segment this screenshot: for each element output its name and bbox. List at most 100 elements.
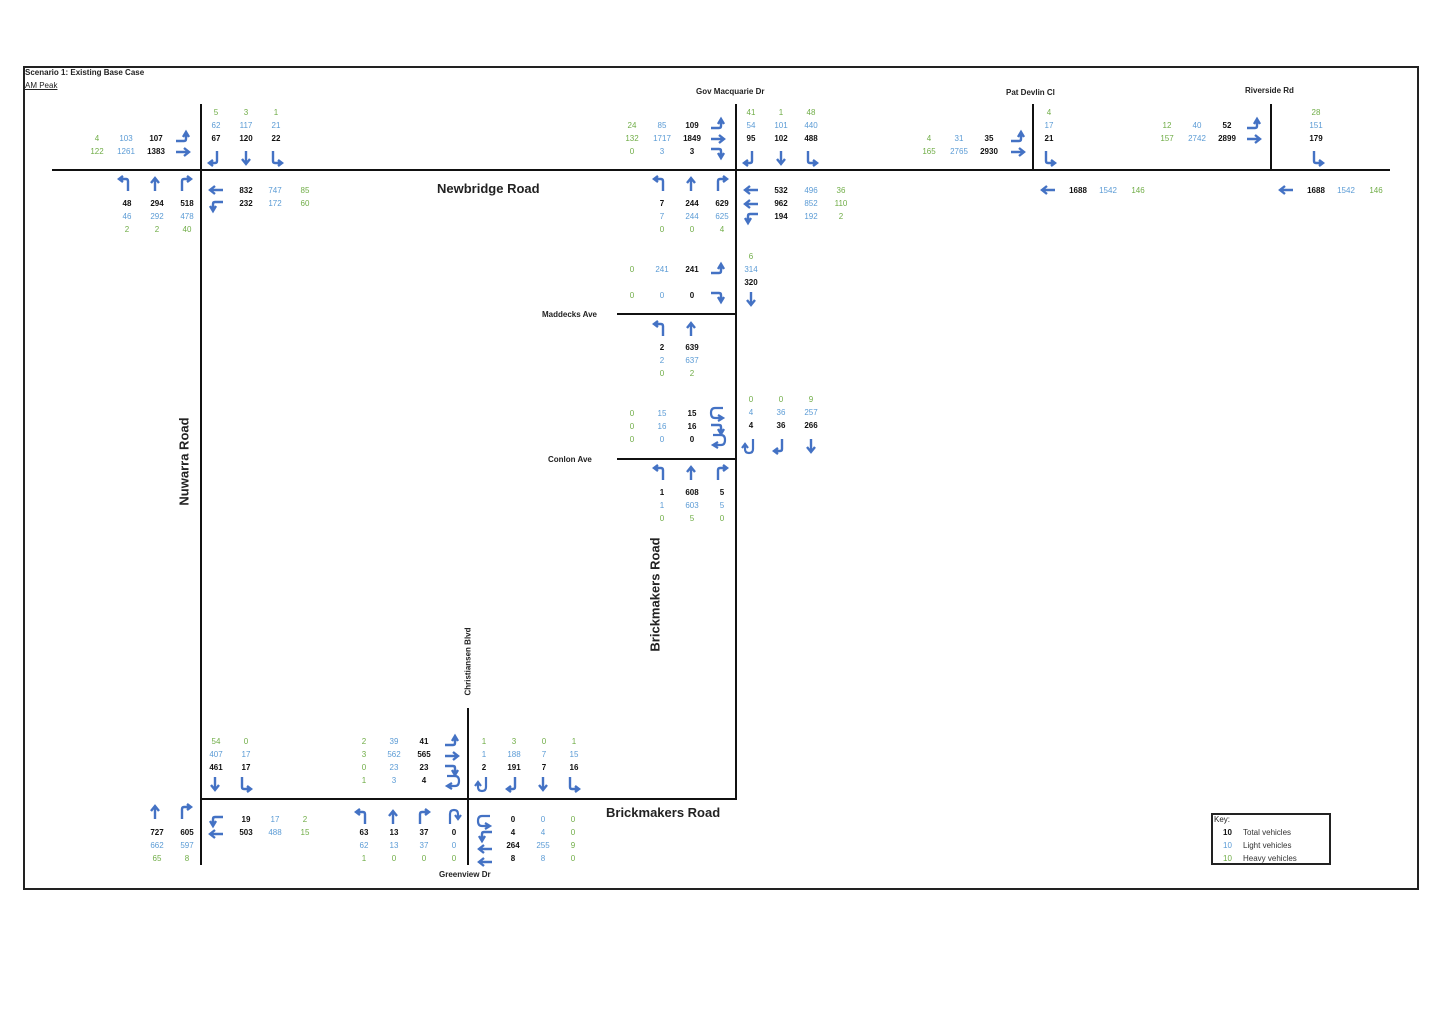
mad-n-s-total-value: 320 [744,278,758,287]
con-s-n-heavy-value: 0 [719,514,725,523]
chr-s-n-total-value: 37 [419,828,429,837]
mad-w-heavy-value: 0 [629,291,635,300]
mad-w-heavy-value: 0 [629,265,635,274]
con-n-s-total-value: 4 [748,421,754,430]
turn-arrow-downRight-icon [236,775,254,793]
turn-arrow-rightUp-icon [443,733,461,751]
turn-arrow-uturnUp-icon [444,808,462,826]
chr-n-s-total-value: 191 [507,763,521,772]
gov-e-w-light-value: 496 [804,186,818,195]
chr-n-s-light-value: 15 [569,750,579,759]
turn-arrow-downRight-icon [1040,149,1058,167]
diagram-frame [23,66,1419,890]
gov-s-n-total-value: 629 [715,199,729,208]
pat-n-s-light-value: 17 [1044,121,1054,130]
bnw-s-n-heavy-value: 8 [184,854,190,863]
turn-arrow-downRight-icon [564,775,582,793]
gov-w-e-heavy-value: 132 [625,134,639,143]
riverside-label: Riverside Rd [1245,86,1294,95]
gov-w-e-heavy-value: 24 [627,121,637,130]
con-w-light-value: 16 [657,422,667,431]
bnw-e-w-light-value: 488 [268,828,282,837]
turn-arrow-leftDown-icon [207,196,225,214]
nuw-w-e-heavy-value: 4 [94,134,100,143]
nuw-s-n-light-value: 46 [122,212,132,221]
gov-n-s-total-value: 95 [746,134,756,143]
chr-w-e-heavy-value: 2 [361,737,367,746]
riv-w-e-light-value: 40 [1192,121,1202,130]
chr-s-n-heavy-value: 0 [421,854,427,863]
turn-arrow-upRight-icon [176,803,194,821]
pat-w-e-heavy-value: 165 [922,147,936,156]
chr-n-s-light-value: 7 [541,750,547,759]
bnw-e-w-total-value: 19 [241,815,251,824]
maddecks-line [617,313,736,315]
gov-s-n-heavy-value: 0 [689,225,695,234]
mad-s-n-light-value: 2 [659,356,665,365]
chr-n-s-heavy-value: 1 [481,737,487,746]
scenario-title: Scenario 1: Existing Base Case [25,68,145,77]
pat-w-e-light-value: 2765 [950,147,968,156]
turn-arrow-left-icon [207,825,225,843]
nuw-n-s-light-value: 62 [211,121,221,130]
gov-w-e-light-value: 3 [659,147,665,156]
chr-e-w-light-value: 8 [540,854,546,863]
chr-e-w-heavy-value: 0 [570,815,576,824]
pat-e-w-heavy-value: 146 [1131,186,1145,195]
turn-arrow-leftDown-icon [476,826,494,844]
turn-arrow-downRight-icon [1308,149,1326,167]
con-w-light-value: 15 [657,409,667,418]
chr-e-w-light-value: 0 [540,815,546,824]
mad-w-light-value: 241 [655,265,669,274]
turn-arrow-up-icon [384,808,402,826]
chr-w-e-total-value: 565 [417,750,431,759]
christiansen-line [467,708,469,865]
turn-arrow-rightUp-icon [1245,116,1263,134]
riv-e-w-total-value: 1688 [1307,186,1325,195]
bnw-n-s-light-value: 17 [241,750,251,759]
nuw-e-w-light-value: 747 [268,186,282,195]
mad-s-n-heavy-value: 0 [659,369,665,378]
nuw-n-s-heavy-value: 3 [243,108,249,117]
nuwarra-road-line-top [200,104,202,170]
chr-n-s-light-value: 188 [507,750,521,759]
turn-arrow-uturnLeft-icon [709,432,727,450]
con-w-heavy-value: 0 [629,435,635,444]
brickmakers-road-label-h: Brickmakers Road [606,805,721,820]
chr-s-n-total-value: 13 [389,828,399,837]
nuw-n-s-total-value: 22 [271,134,281,143]
mad-n-s-heavy-value: 6 [748,252,754,261]
gov-n-s-light-value: 54 [746,121,756,130]
nuw-s-n-total-value: 48 [122,199,132,208]
gov-n-s-total-value: 488 [804,134,818,143]
turn-arrow-up-icon [682,320,700,338]
gov-w-e-total-value: 3 [689,147,695,156]
nuw-w-e-light-value: 1261 [117,147,135,156]
nuw-w-e-total-value: 107 [149,134,163,143]
turn-arrow-right-icon [174,143,192,161]
gov-s-n-light-value: 625 [715,212,729,221]
bnw-s-n-heavy-value: 65 [152,854,162,863]
nuw-s-n-heavy-value: 2 [154,225,160,234]
riv-w-e-total-value: 52 [1222,121,1232,130]
legend-total-label: Total vehicles [1243,828,1292,837]
chr-e-w-total-value: 8 [510,854,516,863]
turn-arrow-upLeft-icon [651,320,669,338]
gov-e-w-light-value: 192 [804,212,818,221]
bnw-n-s-total-value: 461 [209,763,223,772]
chr-n-s-heavy-value: 3 [511,737,517,746]
con-n-s-total-value: 36 [776,421,786,430]
gov-e-w-light-value: 852 [804,199,818,208]
chr-w-e-heavy-value: 0 [361,763,367,772]
nuw-n-s-light-value: 117 [239,121,253,130]
gov-w-e-total-value: 109 [685,121,699,130]
chr-e-w-light-value: 4 [540,828,546,837]
nuw-n-s-heavy-value: 5 [213,108,219,117]
con-w-total-value: 16 [687,422,697,431]
riverside-line [1270,104,1272,170]
turn-arrow-left-icon [207,181,225,199]
turn-arrow-leftDown-icon [207,811,225,829]
turn-arrow-upRight-icon [712,175,730,193]
pat-w-e-total-value: 2930 [980,147,998,156]
